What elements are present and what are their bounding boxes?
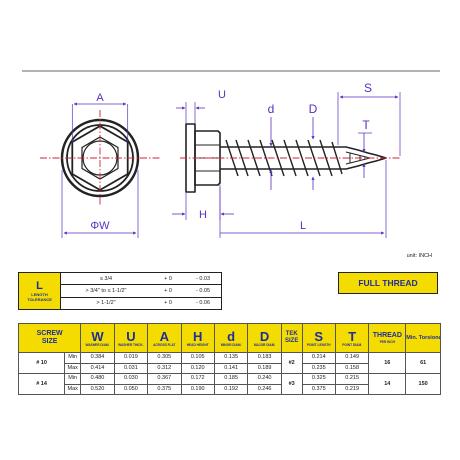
header-torsion: Min. Torsional Strength Lb/inch	[405, 323, 441, 353]
tolerance-minus: - 0.06	[195, 300, 211, 307]
value-D: 0.240	[247, 373, 282, 385]
tolerance-range: > 1-1/2"	[96, 300, 116, 307]
value-H: 0.190	[180, 383, 215, 395]
label-D: D	[309, 102, 318, 116]
value-A: 0.367	[147, 373, 182, 385]
value-W: 0.480	[80, 373, 115, 385]
table-row: # 10 Min 0.384 0.019 0.305 0.105 0.135 0…	[17, 352, 441, 374]
value-H: 0.172	[180, 373, 215, 385]
label-d: d	[268, 102, 275, 116]
tolerance-minus: - 0.03	[195, 275, 211, 282]
value-S: 0.235	[301, 362, 336, 374]
torsion-cell: 61	[405, 352, 441, 374]
tolerance-range: ≤ 3/4	[99, 275, 113, 282]
full-thread-badge: FULL THREAD	[338, 272, 438, 294]
unit-note: unit: INCH	[406, 253, 432, 259]
min-label: Min	[64, 373, 82, 385]
value-W: 0.384	[80, 352, 115, 364]
dimension-U	[176, 102, 205, 124]
dimension-W	[61, 170, 139, 238]
tolerance-sub2: TOLERANCE	[27, 296, 52, 302]
value-D: 0.183	[247, 352, 282, 364]
value-U: 0.019	[113, 352, 149, 364]
dimension-S	[337, 92, 401, 156]
value-d: 0.185	[213, 373, 249, 385]
value-D: 0.189	[247, 362, 282, 374]
table-row: Max 0.520 0.050 0.375 0.190 0.192 0.246 …	[19, 383, 441, 395]
label-U: U	[218, 89, 226, 101]
length-tolerance-table: L LENGTH TOLERANCE ≤ 3/4 + 0 - 0.03 > 3/…	[18, 272, 222, 310]
value-H: 0.120	[180, 362, 215, 374]
tolerance-range: > 3/4" to ≤ 1-1/2"	[85, 287, 127, 294]
value-A: 0.375	[147, 383, 182, 395]
value-A: 0.312	[147, 362, 182, 374]
tolerance-minus: - 0.05	[195, 287, 211, 294]
value-H: 0.105	[180, 352, 215, 364]
dimension-L	[219, 160, 387, 238]
label-S: S	[364, 81, 372, 95]
value-T: 0.219	[334, 383, 370, 395]
tolerance-row: > 1-1/2" + 0 - 0.06	[61, 298, 221, 309]
dimension-A	[71, 102, 129, 142]
min-label: Min	[64, 352, 82, 364]
value-W: 0.414	[80, 362, 115, 374]
screw-size-cell: # 10	[17, 352, 66, 374]
thread-per-inch-cell: 14	[368, 373, 407, 395]
table-row: Max 0.414 0.031 0.312 0.120 0.141 0.189 …	[19, 362, 441, 374]
value-d: 0.192	[213, 383, 249, 395]
tolerance-letter: L	[36, 279, 43, 292]
label-T: T	[362, 118, 370, 132]
tolerance-plus: + 0	[164, 300, 172, 307]
label-A: A	[96, 92, 104, 104]
value-U: 0.030	[113, 373, 149, 385]
value-S: 0.325	[301, 373, 336, 385]
tolerance-sub1: LENGTH	[31, 291, 48, 297]
tek-size-cell: #3	[280, 373, 303, 395]
value-T: 0.149	[334, 352, 370, 364]
tolerance-label-cell: L LENGTH TOLERANCE	[19, 273, 61, 309]
max-label: Max	[64, 362, 82, 374]
screw-technical-drawing: A ΦW	[22, 70, 440, 238]
tolerance-row: > 3/4" to ≤ 1-1/2" + 0 - 0.05	[61, 285, 221, 298]
value-U: 0.031	[113, 362, 149, 374]
value-D: 0.246	[247, 383, 282, 395]
tek-size-cell: #2	[280, 352, 303, 374]
value-d: 0.135	[213, 352, 249, 364]
tolerance-plus: + 0	[164, 275, 172, 282]
label-H: H	[199, 209, 207, 221]
thread-per-inch-cell: 16	[368, 352, 407, 374]
header-screw-size: SCREW SIZE	[17, 323, 82, 353]
value-W: 0.520	[80, 383, 115, 395]
value-T: 0.158	[334, 362, 370, 374]
label-L: L	[300, 220, 306, 232]
value-d: 0.141	[213, 362, 249, 374]
value-S: 0.375	[301, 383, 336, 395]
value-S: 0.214	[301, 352, 336, 364]
tolerance-plus: + 0	[164, 287, 172, 294]
max-label: Max	[64, 383, 82, 395]
value-A: 0.305	[147, 352, 182, 364]
label-W: ΦW	[90, 220, 110, 232]
table-row: # 14 Min 0.480 0.030 0.367 0.172 0.185 0…	[17, 373, 441, 395]
head-end-view	[40, 110, 160, 205]
value-U: 0.050	[113, 383, 149, 395]
screw-size-cell: # 14	[17, 373, 66, 395]
dimension-T	[358, 132, 372, 178]
value-T: 0.215	[334, 373, 370, 385]
torsion-cell: 150	[405, 373, 441, 395]
tolerance-row: ≤ 3/4 + 0 - 0.03	[61, 273, 221, 286]
